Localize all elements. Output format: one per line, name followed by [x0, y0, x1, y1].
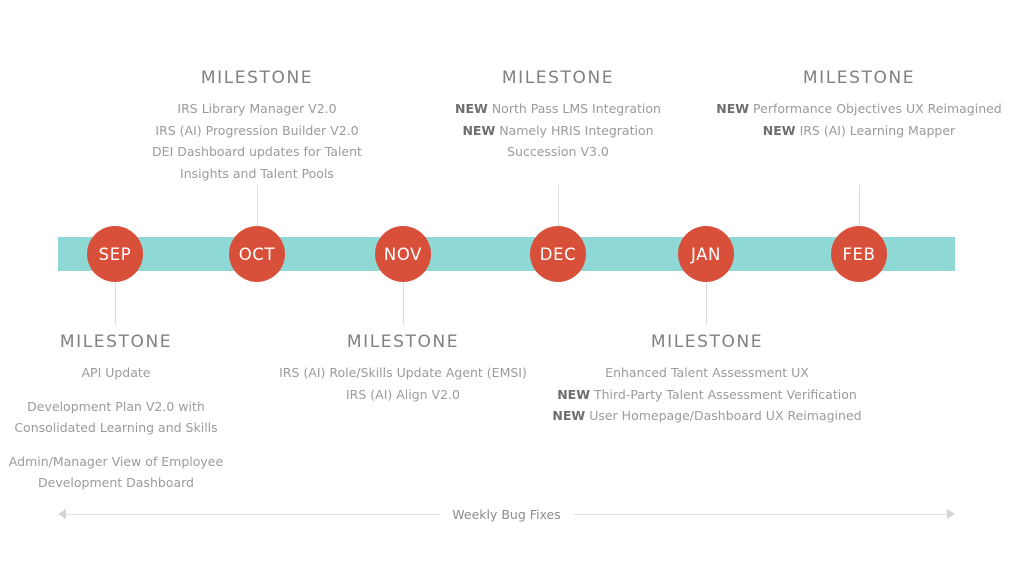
milestone-item: NEW User Homepage/Dashboard UX Reimagine…	[552, 405, 861, 427]
milestone-group: IRS (AI) Role/Skills Update Agent (EMSI)…	[279, 362, 527, 405]
new-badge: NEW	[557, 386, 590, 402]
connector-stem-nov	[402, 281, 404, 325]
milestone-item-text: Development Dashboard	[38, 475, 194, 490]
milestone-item-text: User Homepage/Dashboard UX Reimagined	[589, 408, 862, 423]
month-marker-oct[interactable]: OCT	[229, 226, 285, 282]
month-marker-jan[interactable]: JAN	[678, 226, 734, 282]
milestone-item-text: Admin/Manager View of Employee	[8, 453, 224, 469]
connector-stem-oct	[256, 185, 258, 229]
timeline-bar	[58, 237, 955, 271]
month-marker-nov[interactable]: NOV	[375, 226, 431, 282]
milestone-item-text: Succession V3.0	[507, 144, 609, 159]
milestone-item: API Update	[9, 362, 223, 384]
weekly-bug-fixes-bar: Weekly Bug Fixes	[58, 503, 955, 525]
new-badge: NEW	[716, 101, 750, 116]
milestone-item: IRS (AI) Align V2.0	[279, 384, 527, 406]
milestone-items-feb: NEW Performance Objectives UX Reimagined…	[716, 98, 1002, 141]
arrow-right-icon	[947, 509, 955, 519]
milestone-block-nov: MILESTONE IRS (AI) Role/Skills Update Age…	[279, 332, 527, 405]
bugfix-rule-right	[572, 513, 947, 515]
month-marker-label: NOV	[383, 244, 423, 264]
milestone-group: NEW Performance Objectives UX Reimagined…	[716, 98, 1002, 141]
milestone-item: Succession V3.0	[455, 141, 661, 163]
milestone-item: Development Dashboard	[9, 472, 223, 494]
month-marker-label: FEB	[842, 244, 876, 264]
month-marker-label: OCT	[238, 244, 276, 264]
month-marker-dec[interactable]: DEC	[530, 226, 586, 282]
milestone-item: Development Plan V2.0 with	[9, 396, 223, 418]
milestone-group: Enhanced Talent Assessment UX NEW Third-P…	[552, 362, 861, 427]
milestone-item-text: IRS (AI) Learning Mapper	[799, 122, 956, 138]
month-marker-sep[interactable]: SEP	[87, 226, 143, 282]
milestone-item-text: API Update	[81, 365, 151, 380]
milestone-item-text: IRS (AI) Align V2.0	[345, 386, 460, 402]
milestone-item: IRS (AI) Role/Skills Update Agent (EMSI)	[279, 362, 527, 384]
milestone-item: NEW North Pass LMS Integration	[455, 98, 661, 120]
milestone-item-text: Third-Party Talent Assessment Verificati…	[593, 386, 857, 402]
new-badge: NEW	[762, 122, 796, 138]
milestone-title-oct: MILESTONE	[200, 68, 314, 88]
milestone-item-text: IRS Library Manager V2.0	[177, 101, 337, 116]
connector-stem-feb	[858, 185, 860, 229]
bugfix-rule-left	[66, 513, 441, 515]
month-marker-label: DEC	[539, 244, 577, 264]
milestone-item: NEW IRS (AI) Learning Mapper	[716, 120, 1002, 142]
month-marker-feb[interactable]: FEB	[831, 226, 887, 282]
milestone-item: Consolidated Learning and Skills	[9, 417, 223, 439]
milestone-item: NEW Performance Objectives UX Reimagined	[716, 98, 1002, 120]
milestone-item-text: North Pass LMS Integration	[491, 101, 661, 116]
connector-stem-dec	[557, 185, 559, 229]
milestone-item-text: IRS (AI) Role/Skills Update Agent (EMSI)	[279, 365, 527, 380]
milestone-title-jan: MILESTONE	[650, 332, 764, 352]
milestone-items-nov: IRS (AI) Role/Skills Update Agent (EMSI)…	[279, 362, 527, 405]
milestone-item: Insights and Talent Pools	[152, 163, 362, 185]
milestone-item-text: IRS (AI) Progression Builder V2.0	[155, 122, 359, 138]
month-marker-label: JAN	[690, 244, 721, 264]
milestone-item-text: Namely HRIS Integration	[499, 122, 654, 138]
milestone-item: NEW Third-Party Talent Assessment Verifi…	[552, 384, 861, 406]
milestone-title-sep: MILESTONE	[59, 332, 173, 352]
milestone-group: API Update	[9, 362, 223, 384]
milestone-item-text: Consolidated Learning and Skills	[14, 420, 218, 435]
milestone-item: DEI Dashboard updates for Talent	[152, 141, 362, 163]
milestone-item-text: Enhanced Talent Assessment UX	[605, 365, 809, 380]
milestone-title-nov: MILESTONE	[346, 332, 460, 352]
milestone-item: NEW Namely HRIS Integration	[455, 120, 661, 142]
milestone-item: Admin/Manager View of Employee	[9, 451, 223, 473]
milestone-item: IRS (AI) Progression Builder V2.0	[152, 120, 362, 142]
milestone-item-text: Insights and Talent Pools	[180, 165, 334, 181]
milestone-block-jan: MILESTONE Enhanced Talent Assessment UX NE…	[552, 332, 861, 427]
milestone-item-text: DEI Dashboard updates for Talent	[152, 144, 362, 159]
milestone-item: Enhanced Talent Assessment UX	[552, 362, 861, 384]
milestone-item-text: Development Plan V2.0 with	[27, 398, 205, 414]
milestone-item-text: Performance Objectives UX Reimagined	[753, 101, 1002, 116]
milestone-title-dec: MILESTONE	[501, 68, 615, 88]
connector-stem-sep	[114, 281, 116, 325]
connector-stem-jan	[705, 281, 707, 325]
new-badge: NEW	[552, 408, 586, 423]
month-marker-label: SEP	[98, 244, 132, 264]
new-badge: NEW	[455, 101, 488, 116]
milestone-items-jan: Enhanced Talent Assessment UX NEW Third-P…	[552, 362, 861, 427]
milestone-block-feb: MILESTONE NEW Performance Objectives UX R…	[716, 68, 1002, 141]
milestone-title-feb: MILESTONE	[802, 68, 916, 88]
weekly-bug-fixes-label: Weekly Bug Fixes	[452, 506, 561, 522]
new-badge: NEW	[462, 122, 496, 138]
arrow-left-icon	[58, 509, 66, 519]
milestone-item: IRS Library Manager V2.0	[152, 98, 362, 120]
